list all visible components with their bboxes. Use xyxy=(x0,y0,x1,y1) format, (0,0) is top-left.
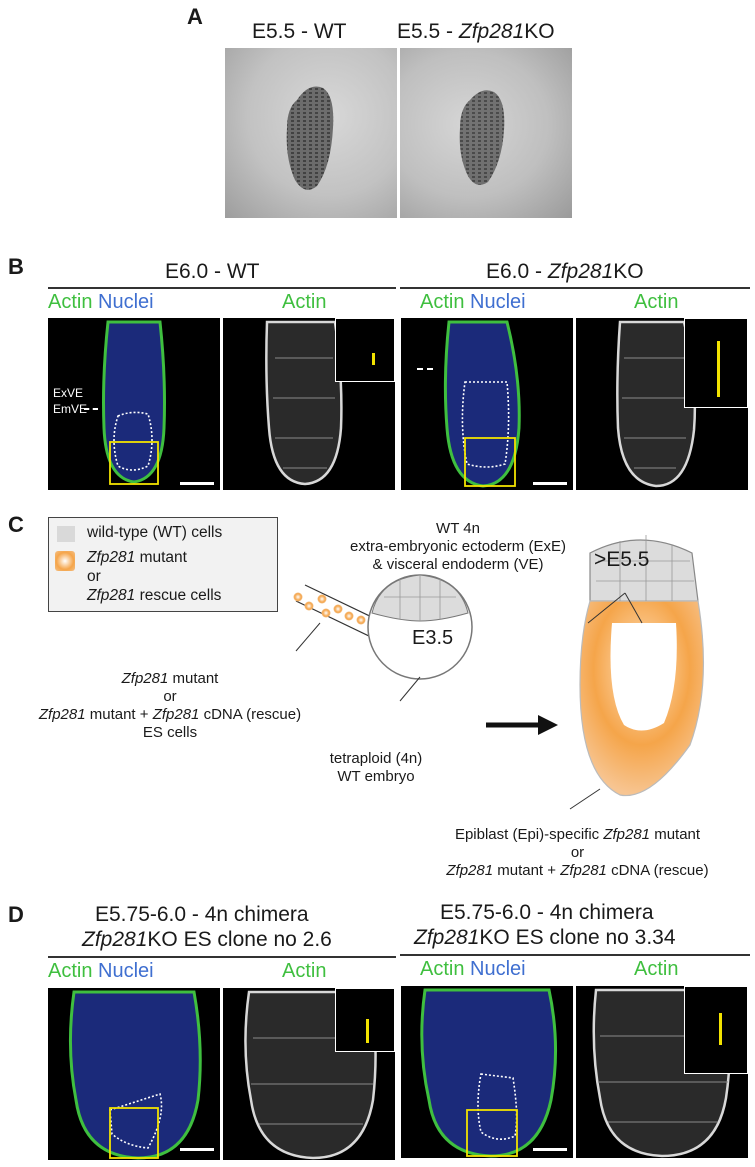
panel-b-ko-actin-label: Actin xyxy=(634,291,679,313)
panel-a-wt-title: E5.5 - WT xyxy=(252,20,347,43)
inset-yellow-bar xyxy=(366,1019,369,1043)
blastocyst xyxy=(367,574,473,680)
chimera-26-inset xyxy=(335,988,395,1052)
panel-d-right-actin-image xyxy=(576,986,748,1158)
panel-d-right-title-2: Zfp281KO ES clone no 3.34 xyxy=(414,926,676,949)
panel-d-left-actin-image xyxy=(223,988,395,1160)
panel-d-left-title-2: Zfp281KO ES clone no 2.6 xyxy=(82,928,332,951)
e35-label: E3.5 xyxy=(412,627,454,649)
panel-c-legend: wild-type (WT) cells Zfp281 mutant or Zf… xyxy=(48,517,278,612)
panel-b-ko-rule xyxy=(400,287,750,289)
emve-label: EmVE xyxy=(53,402,88,416)
panel-b-ko-title: E6.0 - Zfp281KO xyxy=(486,260,644,283)
exve-emve-dash xyxy=(84,408,98,410)
panel-b-ko-actin-image xyxy=(576,318,748,490)
wt-embryo-brightfield xyxy=(286,86,334,190)
panel-d-letter: D xyxy=(8,902,24,927)
wt-merge-embryo xyxy=(102,320,166,485)
ko-embryo-brightfield xyxy=(459,90,505,185)
panel-d-left-merge-label: Actin Nuclei xyxy=(48,960,154,982)
panel-d-left-merge-image xyxy=(48,988,220,1160)
ko-actin-embryo xyxy=(616,320,697,488)
panel-d-left-title-1: E5.75-6.0 - 4n chimera xyxy=(95,903,309,926)
chimera-schematic xyxy=(293,535,705,810)
chimera-334-merge xyxy=(420,988,558,1158)
legend-mutant-swatch xyxy=(55,551,75,571)
ko-merge-embryo xyxy=(443,320,521,488)
panel-d-right-title-1: E5.75-6.0 - 4n chimera xyxy=(440,901,654,924)
panel-b-ko-merge-label: Actin Nuclei xyxy=(420,291,526,313)
inset-yellow-bar xyxy=(719,1013,722,1045)
scale-bar xyxy=(180,482,214,485)
exve-label: ExVE xyxy=(53,386,84,400)
scale-bar xyxy=(180,1148,214,1151)
e55-embryo xyxy=(579,535,705,797)
inset-yellow-bar xyxy=(717,341,720,397)
panel-d-right-actin-label: Actin xyxy=(634,958,679,980)
ko-exve-emve-dash xyxy=(417,368,433,370)
es-cells-label: Zfp281 mutant or Zfp281 mutant + Zfp281 … xyxy=(38,670,302,741)
panel-a-ko-image xyxy=(400,48,572,218)
ko-actin-inset xyxy=(684,318,748,408)
panel-b-wt-actin-label: Actin xyxy=(282,291,327,313)
inset-yellow-bar xyxy=(372,353,375,365)
wt-actin-embryo xyxy=(265,320,343,486)
panel-a-wt-image xyxy=(225,48,397,218)
panel-d-left-rule xyxy=(48,956,396,958)
panel-a-letter: A xyxy=(187,4,203,29)
panel-b-ko-merge-image xyxy=(401,318,573,490)
tetraploid-label: tetraploid (4n) WT embryo xyxy=(329,750,423,785)
chimera-26-merge xyxy=(68,990,202,1160)
panel-d-right-rule xyxy=(400,954,750,956)
panel-b-letter: B xyxy=(8,254,24,279)
panel-b-wt-merge-image: ExVE EmVE xyxy=(48,318,220,490)
panel-d-right-merge-label: Actin Nuclei xyxy=(420,958,526,980)
panel-a-ko-title: E5.5 - Zfp281KO xyxy=(397,20,555,43)
panel-d-right-merge-image xyxy=(401,986,573,1158)
legend-wt-label: wild-type (WT) cells xyxy=(87,524,223,541)
scale-bar xyxy=(533,1148,567,1151)
panel-d-left-actin-label: Actin xyxy=(282,960,327,982)
scale-bar xyxy=(533,482,567,485)
legend-wt-swatch xyxy=(57,526,75,542)
e55-label: >E5.5 xyxy=(594,548,650,571)
wt-actin-inset xyxy=(335,318,395,382)
wt4n-label: WT 4n extra-embryonic ectoderm (ExE) & v… xyxy=(350,520,566,573)
panel-b-wt-title: E6.0 - WT xyxy=(165,260,260,283)
epiblast-label: Epiblast (Epi)-specific Zfp281 mutant or… xyxy=(446,826,709,879)
panel-b-wt-actin-image xyxy=(223,318,395,490)
chimera-334-inset xyxy=(684,986,748,1074)
legend-mutant-label: Zfp281 mutant xyxy=(87,549,187,566)
panel-b-wt-merge-label: Actin Nuclei xyxy=(48,291,154,313)
panel-b-wt-rule xyxy=(48,287,396,289)
panel-c-letter: C xyxy=(8,512,24,537)
legend-rescue-label: Zfp281 rescue cells xyxy=(87,587,222,604)
legend-or: or xyxy=(87,568,101,585)
